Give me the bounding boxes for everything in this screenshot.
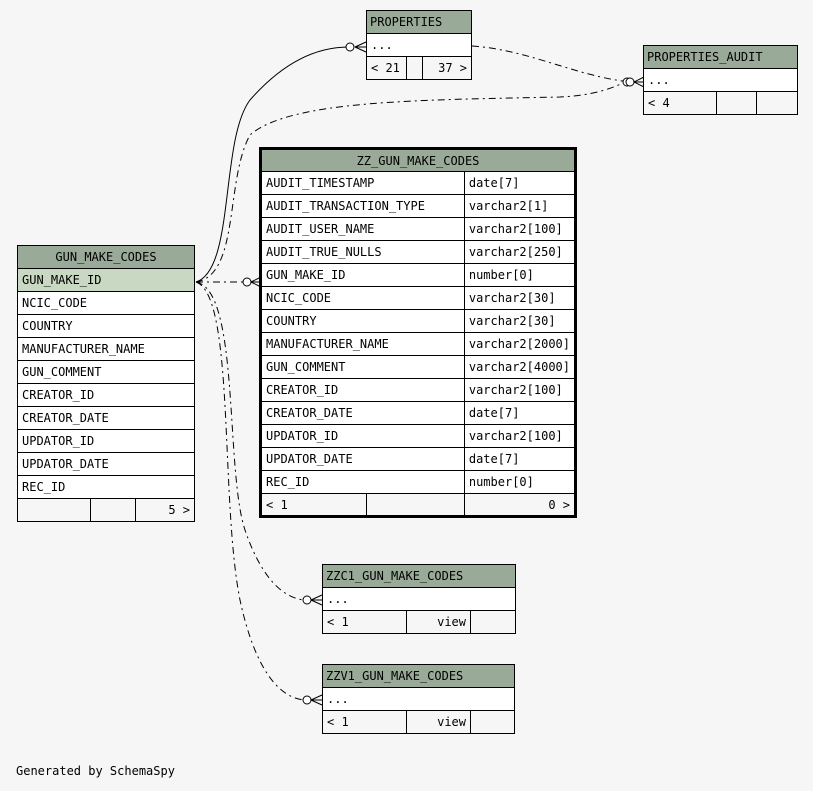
table-zzv1-gun-make-codes[interactable]: ZZV1_GUN_MAKE_CODES ... < 1 view [322,664,515,734]
child-count: 0 > [463,493,577,517]
column-type: number[0] [463,263,577,287]
column-type: varchar2[100] [463,217,577,241]
column-name[interactable]: UPDATOR_DATE [260,447,465,471]
relation-line-properties-audit [195,81,627,283]
table-zzc1-gun-make-codes[interactable]: ZZC1_GUN_MAKE_CODES ... < 1 view [322,564,516,634]
footer-cell [716,91,757,115]
column-manufacturer-name[interactable]: MANUFACTURER_NAME [17,337,195,361]
parent-count: < 1 [259,493,368,517]
column-updator-date[interactable]: UPDATOR_DATE [17,452,195,476]
column-name[interactable]: GUN_COMMENT [260,355,465,379]
column-type: varchar2[100] [463,378,577,402]
table-row: ... [322,587,516,611]
child-count: 5 > [135,498,195,522]
column-name[interactable]: UPDATOR_ID [260,424,465,448]
column-name[interactable]: GUN_MAKE_ID [260,263,465,287]
table-title[interactable]: PROPERTIES [366,10,472,34]
column-name[interactable]: AUDIT_TRANSACTION_TYPE [260,194,465,218]
table-title[interactable]: PROPERTIES_AUDIT [643,45,798,69]
column-gun-comment[interactable]: GUN_COMMENT [17,360,195,384]
relation-line-zzc1 [195,281,308,601]
column-gun-make-id[interactable]: GUN_MAKE_ID [17,268,195,292]
footer-cell [90,498,136,522]
table-title[interactable]: ZZ_GUN_MAKE_CODES [260,148,576,172]
column-name[interactable]: CREATOR_DATE [260,401,465,425]
table-row: ... [322,687,515,711]
column-type: varchar2[100] [463,424,577,448]
child-count [470,610,516,634]
table-properties[interactable]: PROPERTIES ... < 21 37 > [366,10,472,80]
column-rec-id[interactable]: REC_ID [17,475,195,499]
table-row: ... [366,33,472,57]
zero-marker-icon [302,695,312,705]
column-name[interactable]: AUDIT_TIMESTAMP [260,171,465,195]
parent-count: < 21 [366,56,407,80]
column-type: date[7] [463,401,577,425]
column-name[interactable]: AUDIT_TRUE_NULLS [260,240,465,264]
relation-line-properties-to-audit [471,45,631,83]
column-name[interactable]: MANUFACTURER_NAME [260,332,465,356]
footer-cell [406,56,423,80]
generated-by-note: Generated by SchemaSpy [16,764,175,778]
column-name[interactable]: AUDIT_USER_NAME [260,217,465,241]
column-name[interactable]: CREATOR_ID [260,378,465,402]
zero-marker-icon [242,277,252,287]
child-count [470,710,515,734]
column-type: number[0] [463,470,577,494]
child-count: 37 > [422,56,472,80]
column-ncic-code[interactable]: NCIC_CODE [17,291,195,315]
table-title[interactable]: ZZC1_GUN_MAKE_CODES [322,564,516,588]
column-creator-id[interactable]: CREATOR_ID [17,383,195,407]
column-creator-date[interactable]: CREATOR_DATE [17,406,195,430]
column-type: varchar2[30] [463,286,577,310]
zero-marker-icon [345,42,355,52]
zero-marker-icon [625,77,635,87]
table-type-label: view [406,610,471,634]
column-type: varchar2[250] [463,240,577,264]
column-country[interactable]: COUNTRY [17,314,195,338]
column-type: date[7] [463,171,577,195]
table-title[interactable]: GUN_MAKE_CODES [17,245,195,269]
table-gun-make-codes[interactable]: GUN_MAKE_CODES GUN_MAKE_ID NCIC_CODE COU… [17,245,195,522]
column-name[interactable]: NCIC_CODE [260,286,465,310]
relation-line-properties [195,46,353,283]
column-name[interactable]: REC_ID [260,470,465,494]
parent-count: < 1 [322,710,407,734]
column-type: varchar2[2000] [463,332,577,356]
column-name[interactable]: COUNTRY [260,309,465,333]
column-type: varchar2[30] [463,309,577,333]
crows-foot-icon [633,76,645,88]
table-type-label: view [406,710,471,734]
parent-count: < 4 [643,91,717,115]
zero-marker-icon [302,595,312,605]
child-count [756,91,798,115]
column-type: date[7] [463,447,577,471]
crows-foot-icon [310,694,323,706]
crows-foot-icon [310,594,323,606]
table-row: ... [643,68,798,92]
table-properties-audit[interactable]: PROPERTIES_AUDIT ... < 4 [643,45,798,115]
parent-count [17,498,91,522]
footer-cell [366,493,465,517]
column-type: varchar2[4000] [463,355,577,379]
column-updator-id[interactable]: UPDATOR_ID [17,429,195,453]
parent-count: < 1 [322,610,407,634]
table-title[interactable]: ZZV1_GUN_MAKE_CODES [322,664,515,688]
crows-foot-icon [354,41,367,53]
column-type: varchar2[1] [463,194,577,218]
